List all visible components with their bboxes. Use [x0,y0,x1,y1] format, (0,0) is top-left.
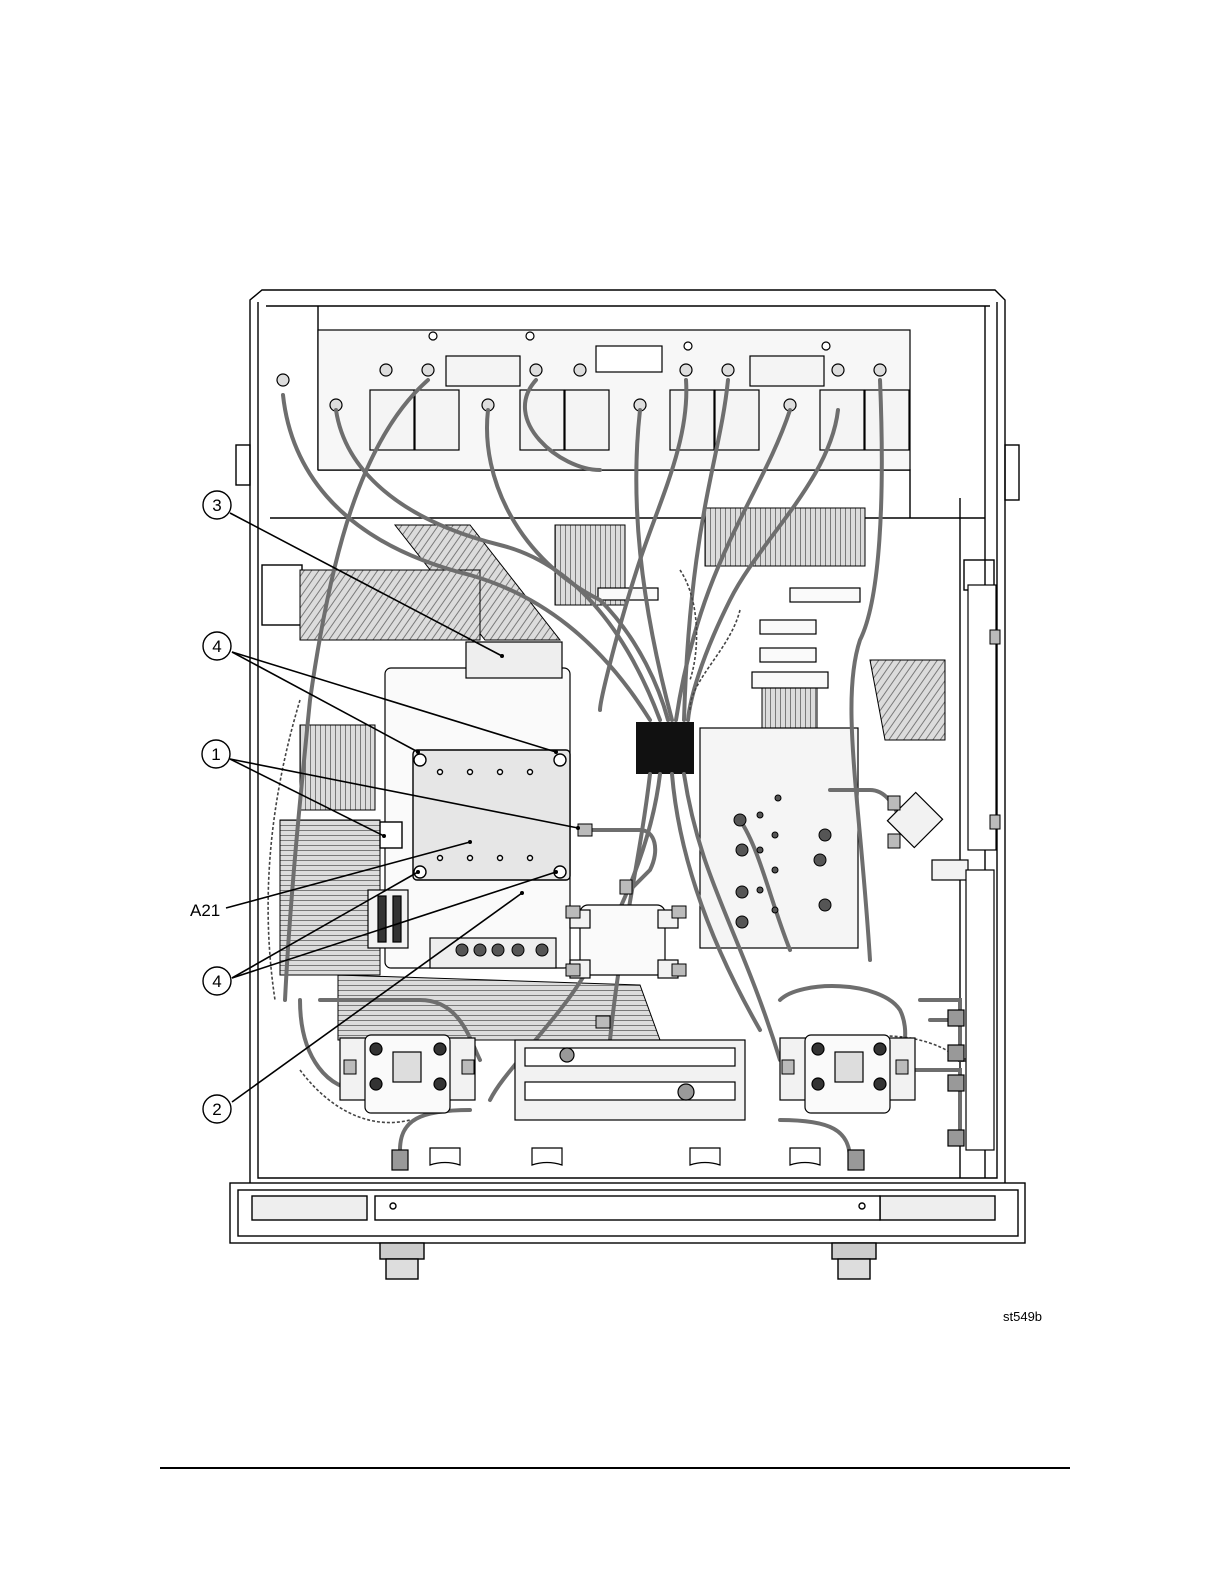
footer-rule [160,1467,1070,1469]
front-panel [230,1183,1025,1279]
callout-4-bottom-label: 4 [212,972,221,991]
callout-4-bottom: 4 [203,967,231,995]
callout-2: 2 [203,1095,231,1123]
assembly-label-a21: A21 [190,901,220,920]
callout-3: 3 [203,491,231,519]
callout-3-label: 3 [212,496,221,515]
callout-1-label: 1 [211,745,220,764]
cable-bundle-wrap [636,722,694,774]
callout-4-top: 4 [203,632,231,660]
callout-a21: A21 [190,901,220,920]
top-switch-bracket [277,330,910,470]
figure-id: st549b [1003,1309,1042,1324]
callout-4-top-label: 4 [212,637,221,656]
callout-2-label: 2 [212,1100,221,1119]
callout-1: 1 [202,740,230,768]
